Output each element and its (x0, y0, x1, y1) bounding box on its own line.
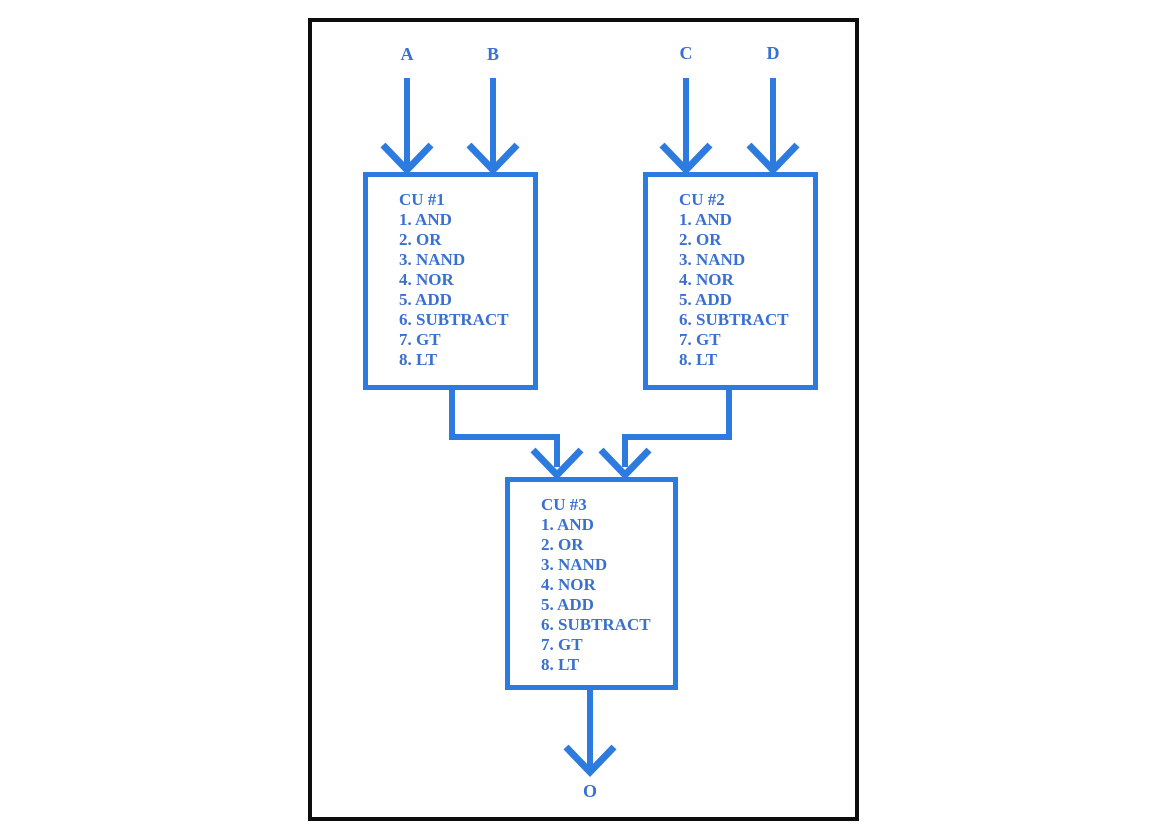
cu1-box: CU #1 1. AND 2. OR 3. NAND 4. NOR 5. ADD… (363, 172, 538, 390)
cu1-item: 7. GT (399, 330, 441, 349)
arrow-head-icon (746, 142, 800, 176)
cu2-item: 4. NOR (679, 270, 734, 289)
arrow-head-icon (380, 142, 434, 176)
cu1-item: 3. NAND (399, 250, 466, 269)
arrow-head-icon (466, 142, 520, 176)
connector-wire (622, 388, 732, 467)
input-label-a: A (400, 44, 414, 64)
cu3-item: 2. OR (541, 535, 584, 554)
arrow-head-icon (563, 744, 617, 778)
cu2-item: 1. AND (679, 210, 732, 229)
cu3-item: 5. ADD (541, 595, 594, 614)
cu2-box: CU #2 1. AND 2. OR 3. NAND 4. NOR 5. ADD… (643, 172, 818, 390)
input-arrow-c (659, 78, 713, 176)
arrow-head-icon (530, 447, 584, 481)
cu3-box: CU #3 1. AND 2. OR 3. NAND 4. NOR 5. ADD… (505, 477, 678, 690)
cu1-item: 8. LT (399, 350, 438, 369)
cu1-item: 6. SUBTRACT (399, 310, 509, 329)
cu1-item: 4. NOR (399, 270, 454, 289)
arrow-head-icon (659, 142, 713, 176)
arrow-head-icon (598, 447, 652, 481)
cu3-item: 3. NAND (541, 555, 608, 574)
cu3-item: 6. SUBTRACT (541, 615, 651, 634)
cu2-item: 7. GT (679, 330, 721, 349)
cu1-item: 2. OR (399, 230, 442, 249)
connector-cu2-to-cu3 (598, 388, 732, 481)
output-label-o: O (582, 781, 598, 801)
input-arrow-d (746, 78, 800, 176)
cu2-item: 6. SUBTRACT (679, 310, 789, 329)
cu1-title: CU #1 (399, 190, 445, 209)
cu3-item: 4. NOR (541, 575, 596, 594)
input-label-c: C (679, 43, 693, 63)
cu1-item: 1. AND (399, 210, 452, 229)
output-arrow-o (563, 690, 617, 778)
cu3-item: 7. GT (541, 635, 583, 654)
cu3-title: CU #3 (541, 495, 587, 514)
cu3-item: 8. LT (541, 655, 580, 674)
connector-wire (449, 388, 560, 467)
cu2-item: 8. LT (679, 350, 718, 369)
input-label-b: B (486, 44, 500, 64)
cu2-item: 2. OR (679, 230, 722, 249)
cu2-item: 3. NAND (679, 250, 746, 269)
cu2-item: 5. ADD (679, 290, 732, 309)
input-arrow-a (380, 78, 434, 176)
cu2-title: CU #2 (679, 190, 725, 209)
cu3-item: 1. AND (541, 515, 594, 534)
input-label-d: D (766, 43, 780, 63)
connector-cu1-to-cu3 (449, 388, 584, 481)
cu1-item: 5. ADD (399, 290, 452, 309)
input-arrow-b (466, 78, 520, 176)
